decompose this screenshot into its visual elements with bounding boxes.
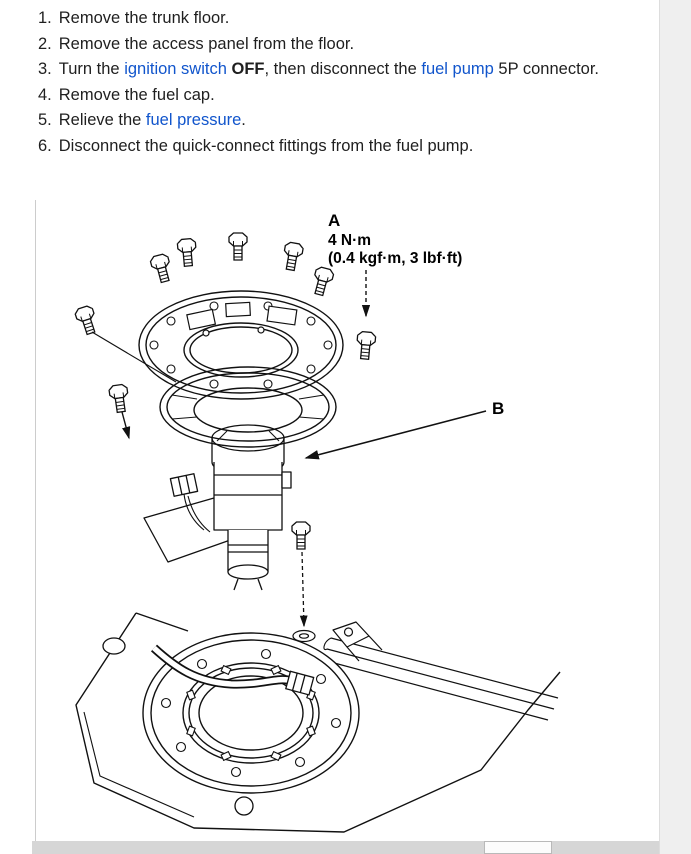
left-bolt-leader-line	[91, 331, 177, 383]
torque-value: 4 N·m	[328, 232, 371, 249]
fuel-pump-module	[143, 424, 292, 591]
sealing-washer	[292, 629, 316, 643]
step-text-segment: Turn the	[58, 60, 125, 78]
step-text-segment: .	[241, 111, 246, 129]
bolt-icon	[228, 232, 248, 261]
fuel-pressure-link[interactable]: fuel pressure	[145, 111, 242, 129]
bolt-guide-dashed-line	[299, 551, 308, 628]
label-a: A	[328, 211, 340, 230]
fuel-pump-link[interactable]: fuel pump	[421, 60, 494, 78]
step-text: Remove the access panel from the floor.	[59, 32, 638, 58]
bolt-icon	[107, 383, 131, 414]
tank-drain-hole	[234, 796, 254, 816]
step-item: 3. Turn the ignition switch OFF, then di…	[38, 57, 638, 83]
label-b-arrow	[304, 410, 487, 460]
fuel-pump-diagram: A 4 N·m (0.4 kgf·m, 3 lbf·ft) B	[35, 200, 562, 841]
off-emphasis: OFF	[231, 60, 265, 78]
bolt-icon	[73, 304, 101, 337]
ring-bolt-holes	[160, 648, 342, 778]
step-text-segment: Disconnect the quick-connect fittings fr…	[58, 136, 474, 155]
step-item: 1. Remove the trunk floor.	[38, 6, 638, 32]
bolt-icon	[280, 240, 305, 272]
bolt-icon	[148, 252, 175, 285]
top-mounting-ring	[138, 290, 344, 400]
step-number: 2.	[38, 34, 52, 53]
step-item: 2. Remove the access panel from the floo…	[38, 32, 638, 58]
bolt-icon	[291, 521, 311, 550]
ignition-switch-link[interactable]: ignition switch	[124, 60, 227, 78]
step-text: Remove the fuel cap.	[59, 83, 638, 109]
flange-top-connectors	[186, 301, 298, 337]
fuel-hose	[150, 644, 315, 696]
step-item: 6. Disconnect the quick-connect fittings…	[38, 134, 638, 160]
flange-bolt-holes	[149, 301, 333, 389]
left-lower-bolt-arrow	[121, 411, 131, 440]
lock-ring-tabs	[186, 664, 316, 762]
horizontal-scrollbar[interactable]	[32, 841, 659, 854]
bolt-icon	[354, 330, 377, 361]
label-b: B	[492, 399, 504, 418]
step-item: 4. Remove the fuel cap.	[38, 83, 638, 109]
horizontal-scrollbar-thumb[interactable]	[484, 841, 552, 854]
step-number: 3.	[38, 60, 52, 78]
step-text: Relieve the fuel pressure.	[59, 108, 638, 134]
strap-bracket	[332, 621, 383, 662]
step-text: Disconnect the quick-connect fittings fr…	[59, 134, 638, 160]
tank-vent-hole	[102, 637, 126, 655]
bolt-icon	[176, 237, 199, 268]
vertical-scrollbar-track[interactable]	[659, 0, 691, 854]
step-number: 4.	[38, 85, 52, 104]
step-text: Remove the trunk floor.	[59, 6, 638, 32]
lock-ring	[182, 662, 320, 764]
fuel-pump-exploded-view: A 4 N·m (0.4 kgf·m, 3 lbf·ft) B	[73, 211, 561, 833]
step-number: 1.	[38, 9, 52, 27]
step-text-segment: Remove the fuel cap.	[58, 85, 215, 104]
step-text: Turn the ignition switch OFF, then disco…	[59, 57, 638, 83]
step-number: 5.	[38, 111, 52, 129]
bolt-icon	[309, 265, 336, 298]
step-text-segment: , then disconnect the	[264, 60, 422, 78]
pump-connector	[169, 473, 199, 497]
step-item: 5. Relieve the fuel pressure.	[38, 108, 638, 134]
step-text-segment: Relieve the	[58, 111, 146, 129]
torque-detail: (0.4 kgf·m, 3 lbf·ft)	[328, 250, 462, 267]
step-text-segment: 5P connector.	[493, 60, 600, 78]
step-text-segment: Remove the trunk floor.	[58, 9, 230, 27]
step-number: 6.	[38, 136, 52, 155]
tank-opening	[142, 632, 360, 794]
step-text-segment: Remove the access panel from the floor.	[58, 34, 355, 53]
fuel-tank	[75, 612, 561, 833]
instruction-steps: 1. Remove the trunk floor. 2. Remove the…	[38, 6, 638, 159]
